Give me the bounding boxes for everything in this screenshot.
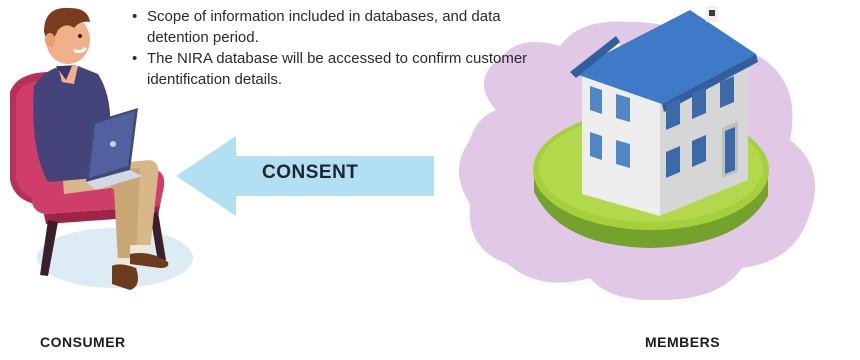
consumer-label: CONSUMER [40,334,126,350]
house-icon [459,6,815,301]
members-label: MEMBERS [645,334,721,350]
consent-details-list: Scope of information included in databas… [118,6,548,90]
list-item: Scope of information included in databas… [118,6,548,48]
person-with-laptop-icon [10,7,193,290]
consent-arrow-label: CONSENT [262,162,359,183]
left-arrow-icon [176,136,434,216]
list-item: The NIRA database will be accessed to co… [118,48,548,90]
